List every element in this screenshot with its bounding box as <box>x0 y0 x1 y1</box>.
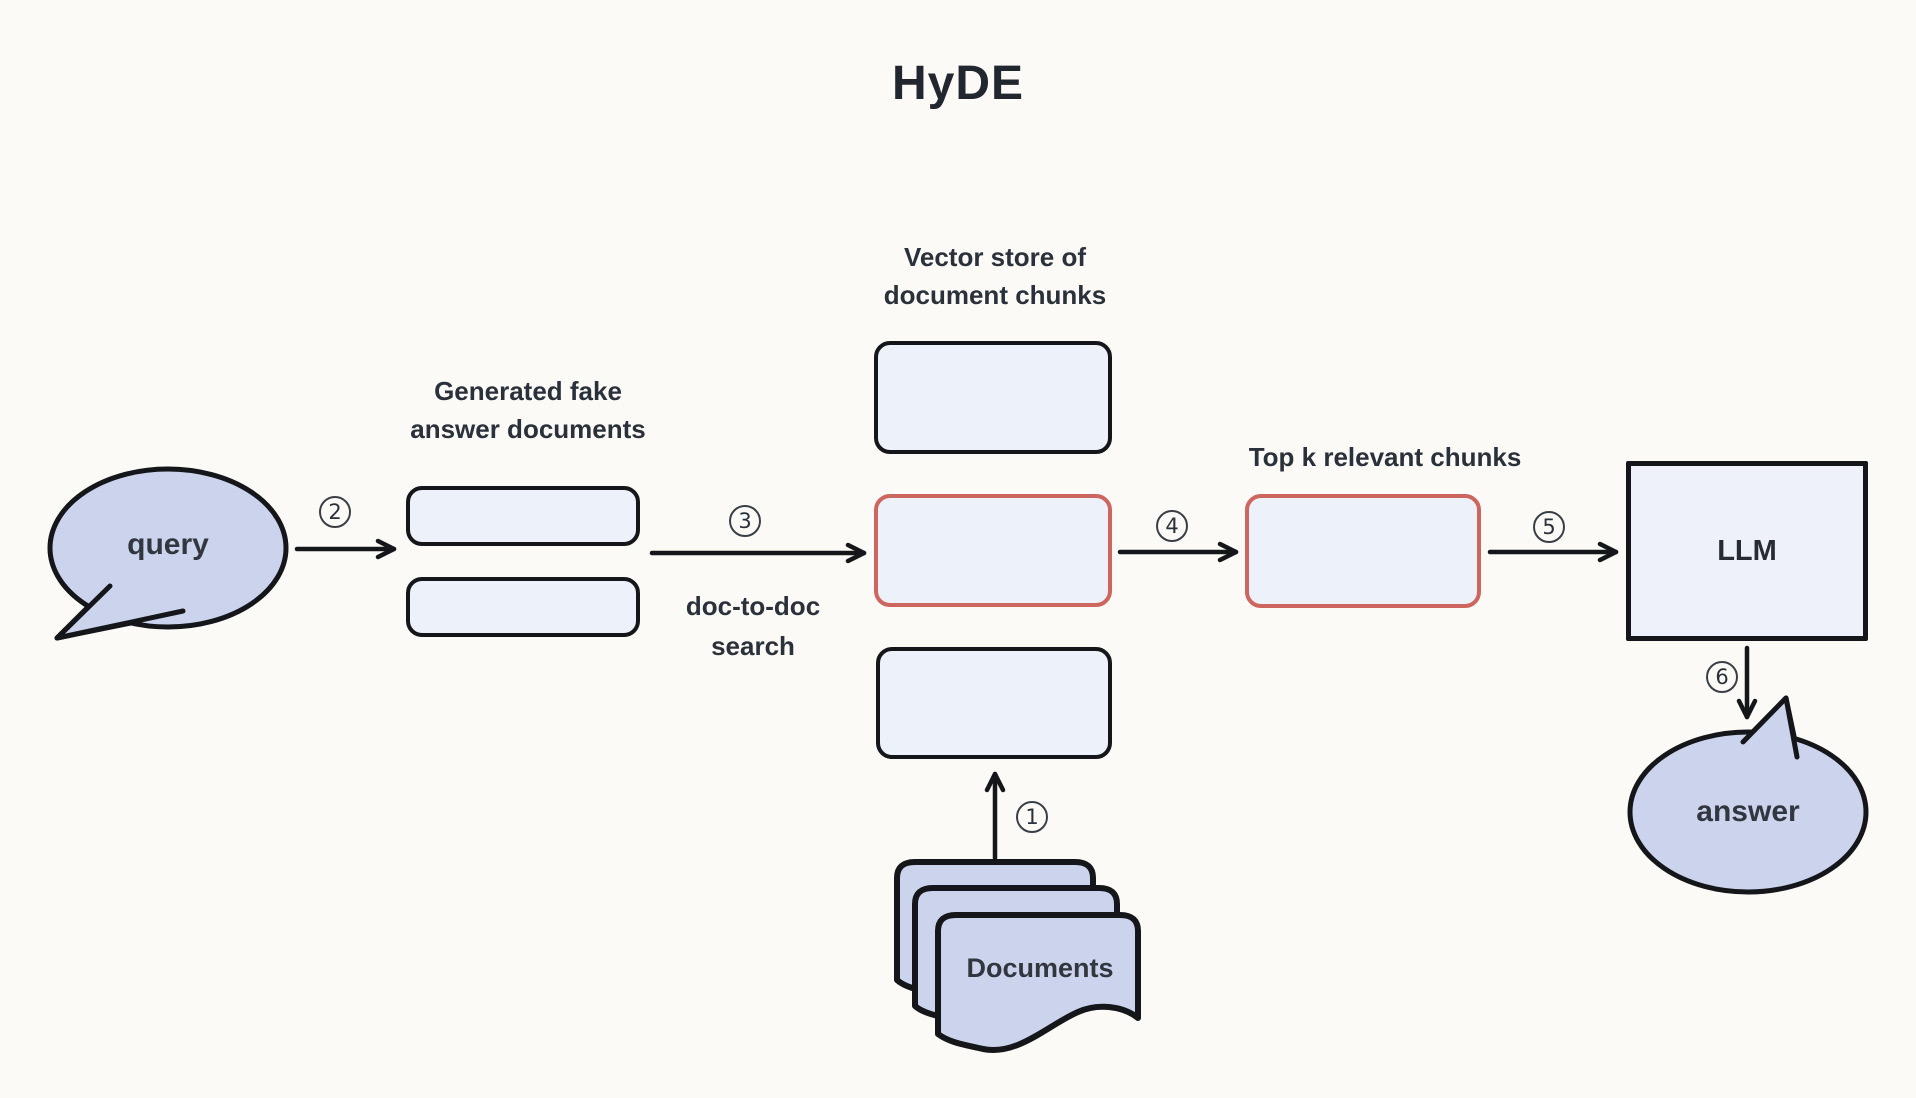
doc-to-doc-label: doc-to-doc search <box>685 591 821 661</box>
fake-doc-box-1 <box>406 486 640 546</box>
top-k-chunk-box <box>1245 494 1481 608</box>
flow-arrows <box>294 538 1758 861</box>
llm-node-label: LLM <box>1717 534 1777 567</box>
step-1-badge: 1 <box>1016 801 1048 833</box>
generated-fake-label: Generated fake answer documents <box>410 376 646 444</box>
top-k-label: Top k relevant chunks <box>1248 442 1522 472</box>
llm-node: LLM <box>1626 461 1868 641</box>
step-6-badge: 6 <box>1706 661 1738 693</box>
fake-doc-box-2 <box>406 577 640 637</box>
answer-node-label: answer <box>1696 795 1800 828</box>
vector-store-chunk-bottom <box>876 647 1112 759</box>
page-title: HyDE <box>891 57 1025 110</box>
documents-stack-shape <box>894 859 1141 1054</box>
step-4-badge: 4 <box>1156 510 1188 542</box>
vector-store-chunk-top <box>874 341 1112 454</box>
answer-bubble-shape <box>1627 695 1869 895</box>
query-node-label: query <box>127 528 209 561</box>
step-2-badge: 2 <box>319 496 351 528</box>
query-bubble-shape <box>47 466 289 641</box>
step-3-badge: 3 <box>729 505 761 537</box>
vector-store-chunk-matched <box>874 494 1112 607</box>
documents-node-label: Documents <box>966 953 1114 983</box>
vector-store-label: Vector store of document chunks <box>883 242 1107 310</box>
step-5-badge: 5 <box>1533 511 1565 543</box>
